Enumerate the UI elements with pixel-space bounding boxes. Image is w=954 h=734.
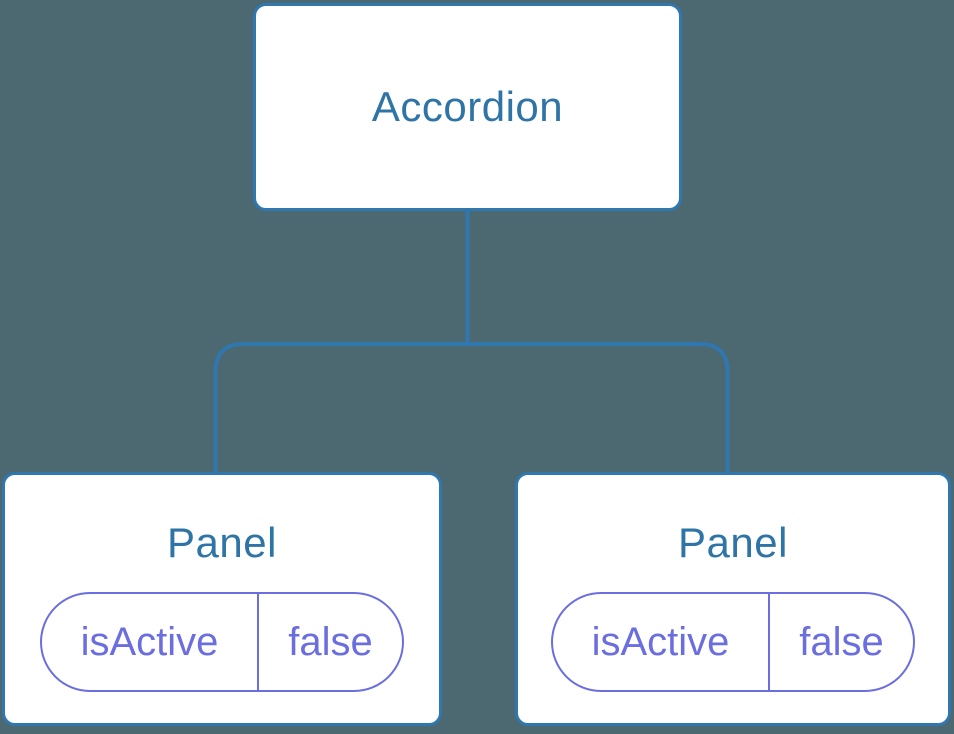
- state-value: false: [257, 594, 402, 691]
- node-panel-2: Panel isActive false: [515, 472, 951, 726]
- panel-2-label: Panel: [678, 519, 788, 566]
- state-value: false: [768, 594, 913, 691]
- children-bracket-line: [213, 342, 730, 473]
- state-key: isActive: [591, 619, 730, 664]
- panel-1-label: Panel: [167, 519, 277, 566]
- node-panel-1: Panel isActive false: [2, 472, 442, 726]
- panel-2-state-pill: isActive false: [551, 592, 915, 693]
- panel-1-state-pill: isActive false: [40, 592, 404, 693]
- node-accordion: Accordion: [253, 3, 682, 211]
- state-key: isActive: [80, 619, 219, 664]
- accordion-label: Accordion: [371, 82, 564, 130]
